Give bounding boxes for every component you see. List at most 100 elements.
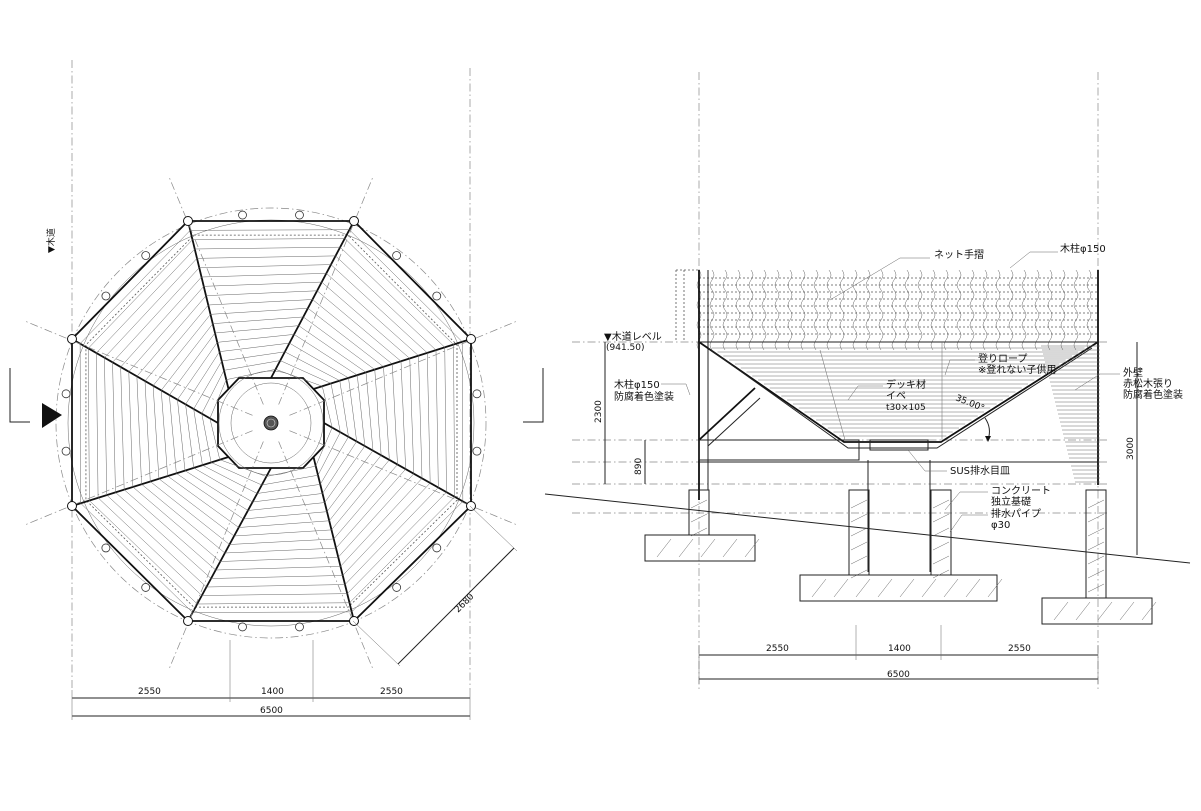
footing-hatch <box>850 513 868 523</box>
label-drain-plate: SUS排水目皿 <box>950 464 1010 477</box>
post-icon <box>67 334 77 344</box>
plan-deck-board <box>97 497 203 596</box>
net-mesh-strand <box>735 269 741 351</box>
plan-deck-board <box>212 316 304 324</box>
plan-deck-board <box>298 325 367 373</box>
label-pipe-2: φ30 <box>991 520 1010 531</box>
plan-deck-board <box>152 314 211 386</box>
footing-hatch <box>1087 583 1105 593</box>
section-arrow-icon <box>42 403 62 428</box>
plan-axis-line <box>289 321 516 416</box>
net-mesh-strand <box>813 269 819 351</box>
floor-beam <box>698 439 860 461</box>
label-deck-3: t30×105 <box>886 403 926 413</box>
plan-deck-board <box>217 334 295 343</box>
plan-deck-board <box>340 478 423 567</box>
plan-deck-board <box>112 362 116 493</box>
plan-deck-board <box>357 375 366 447</box>
section-dim-total: 6500 <box>887 670 910 680</box>
label-boardwalk-value: (941.50) <box>606 343 645 353</box>
footing-hatch <box>965 578 981 598</box>
footing-base <box>1041 597 1153 625</box>
plan-deck-board <box>324 445 366 503</box>
plan-deck-board <box>144 304 209 382</box>
footing-hatch <box>850 541 868 551</box>
plan-deck-board <box>176 473 244 520</box>
plan-deck-board <box>462 341 464 502</box>
leader-drain <box>907 449 947 472</box>
plan-deck-board <box>257 484 321 494</box>
net-mesh-strand <box>1021 269 1027 351</box>
plan-deck-board <box>219 342 290 352</box>
plan-deck-board <box>192 611 352 613</box>
plan-deck-board <box>209 418 221 460</box>
footing-hatch <box>1097 601 1113 621</box>
plan-deck-board <box>185 351 220 405</box>
plan-deck-board <box>104 258 198 358</box>
post-icon <box>392 583 402 592</box>
plan-deck-board <box>201 273 327 278</box>
plan-deck-board <box>79 343 81 504</box>
center-drain-icon <box>263 415 279 431</box>
plan-deck-board <box>184 470 249 511</box>
plan-deck-board <box>199 264 331 268</box>
plan-deck-board <box>330 264 428 354</box>
plan-deck-board <box>238 520 330 528</box>
footing-column <box>1085 489 1107 599</box>
net-mesh-strand <box>839 269 845 351</box>
brace-inner <box>707 397 761 447</box>
label-wall-2: 赤松木張り <box>1123 377 1173 390</box>
footing-hatch <box>932 527 950 537</box>
footing-hatch <box>1087 499 1105 509</box>
plan-deck-board <box>193 408 203 466</box>
plan-deck-board <box>315 427 333 467</box>
plan-deck-board <box>167 475 239 528</box>
footing-hatch <box>850 499 868 509</box>
drain-plate <box>869 439 929 451</box>
label-wall-3: 防腐着色塗装 <box>1123 388 1183 401</box>
footing-hatch <box>1075 601 1091 621</box>
post-icon <box>295 210 304 220</box>
post-icon <box>466 334 476 344</box>
plan-deck-board <box>96 248 195 354</box>
plan-deck-board <box>280 360 332 384</box>
plan-deck-board <box>303 316 375 370</box>
plan-deck-board <box>418 355 423 479</box>
plan-deck-board <box>229 538 334 545</box>
plan-axis-line <box>278 441 373 668</box>
plan-deck-board <box>80 503 193 613</box>
section-geometry <box>644 269 1157 625</box>
plan-deck-board <box>335 255 437 351</box>
plan-axis-line <box>169 178 264 405</box>
footing-hatch <box>1141 601 1157 621</box>
footing-hatch <box>722 538 738 558</box>
net-mesh-strand <box>826 269 832 351</box>
plan-deck-board <box>330 383 341 433</box>
plan-deck-board <box>104 357 108 496</box>
plan-deck-board <box>261 474 319 486</box>
net-mesh-strand <box>865 269 871 351</box>
footing-column <box>930 489 952 576</box>
plan-deck-board <box>177 342 218 400</box>
net-mesh-strand <box>969 269 975 351</box>
plan-deck-board <box>435 350 439 488</box>
plan-deck-board <box>211 462 262 486</box>
label-angle: 35.00° <box>954 394 986 415</box>
net-mesh-strand <box>1008 269 1014 351</box>
plan-deck-board <box>338 473 415 558</box>
post-icon <box>61 389 71 399</box>
plan-diag-dim: 2680 <box>453 592 476 615</box>
net-mesh-strand <box>1047 269 1053 351</box>
plan-diag-dim-line <box>397 547 515 665</box>
section-dim-h1: 2300 <box>594 400 604 423</box>
plan-deck-board <box>409 358 415 474</box>
plan-deck-board <box>185 404 194 468</box>
bowl-profile-inner <box>707 347 1093 449</box>
plan-deck-board <box>120 276 202 368</box>
label-deck-2: イペ <box>886 391 906 402</box>
plan-deck-board <box>220 556 339 562</box>
label-concrete-1: コンクリート <box>991 485 1051 497</box>
plan-dimensions <box>71 640 471 720</box>
plan-diag-ext-2 <box>469 505 518 552</box>
plan-axis-line <box>26 321 253 416</box>
